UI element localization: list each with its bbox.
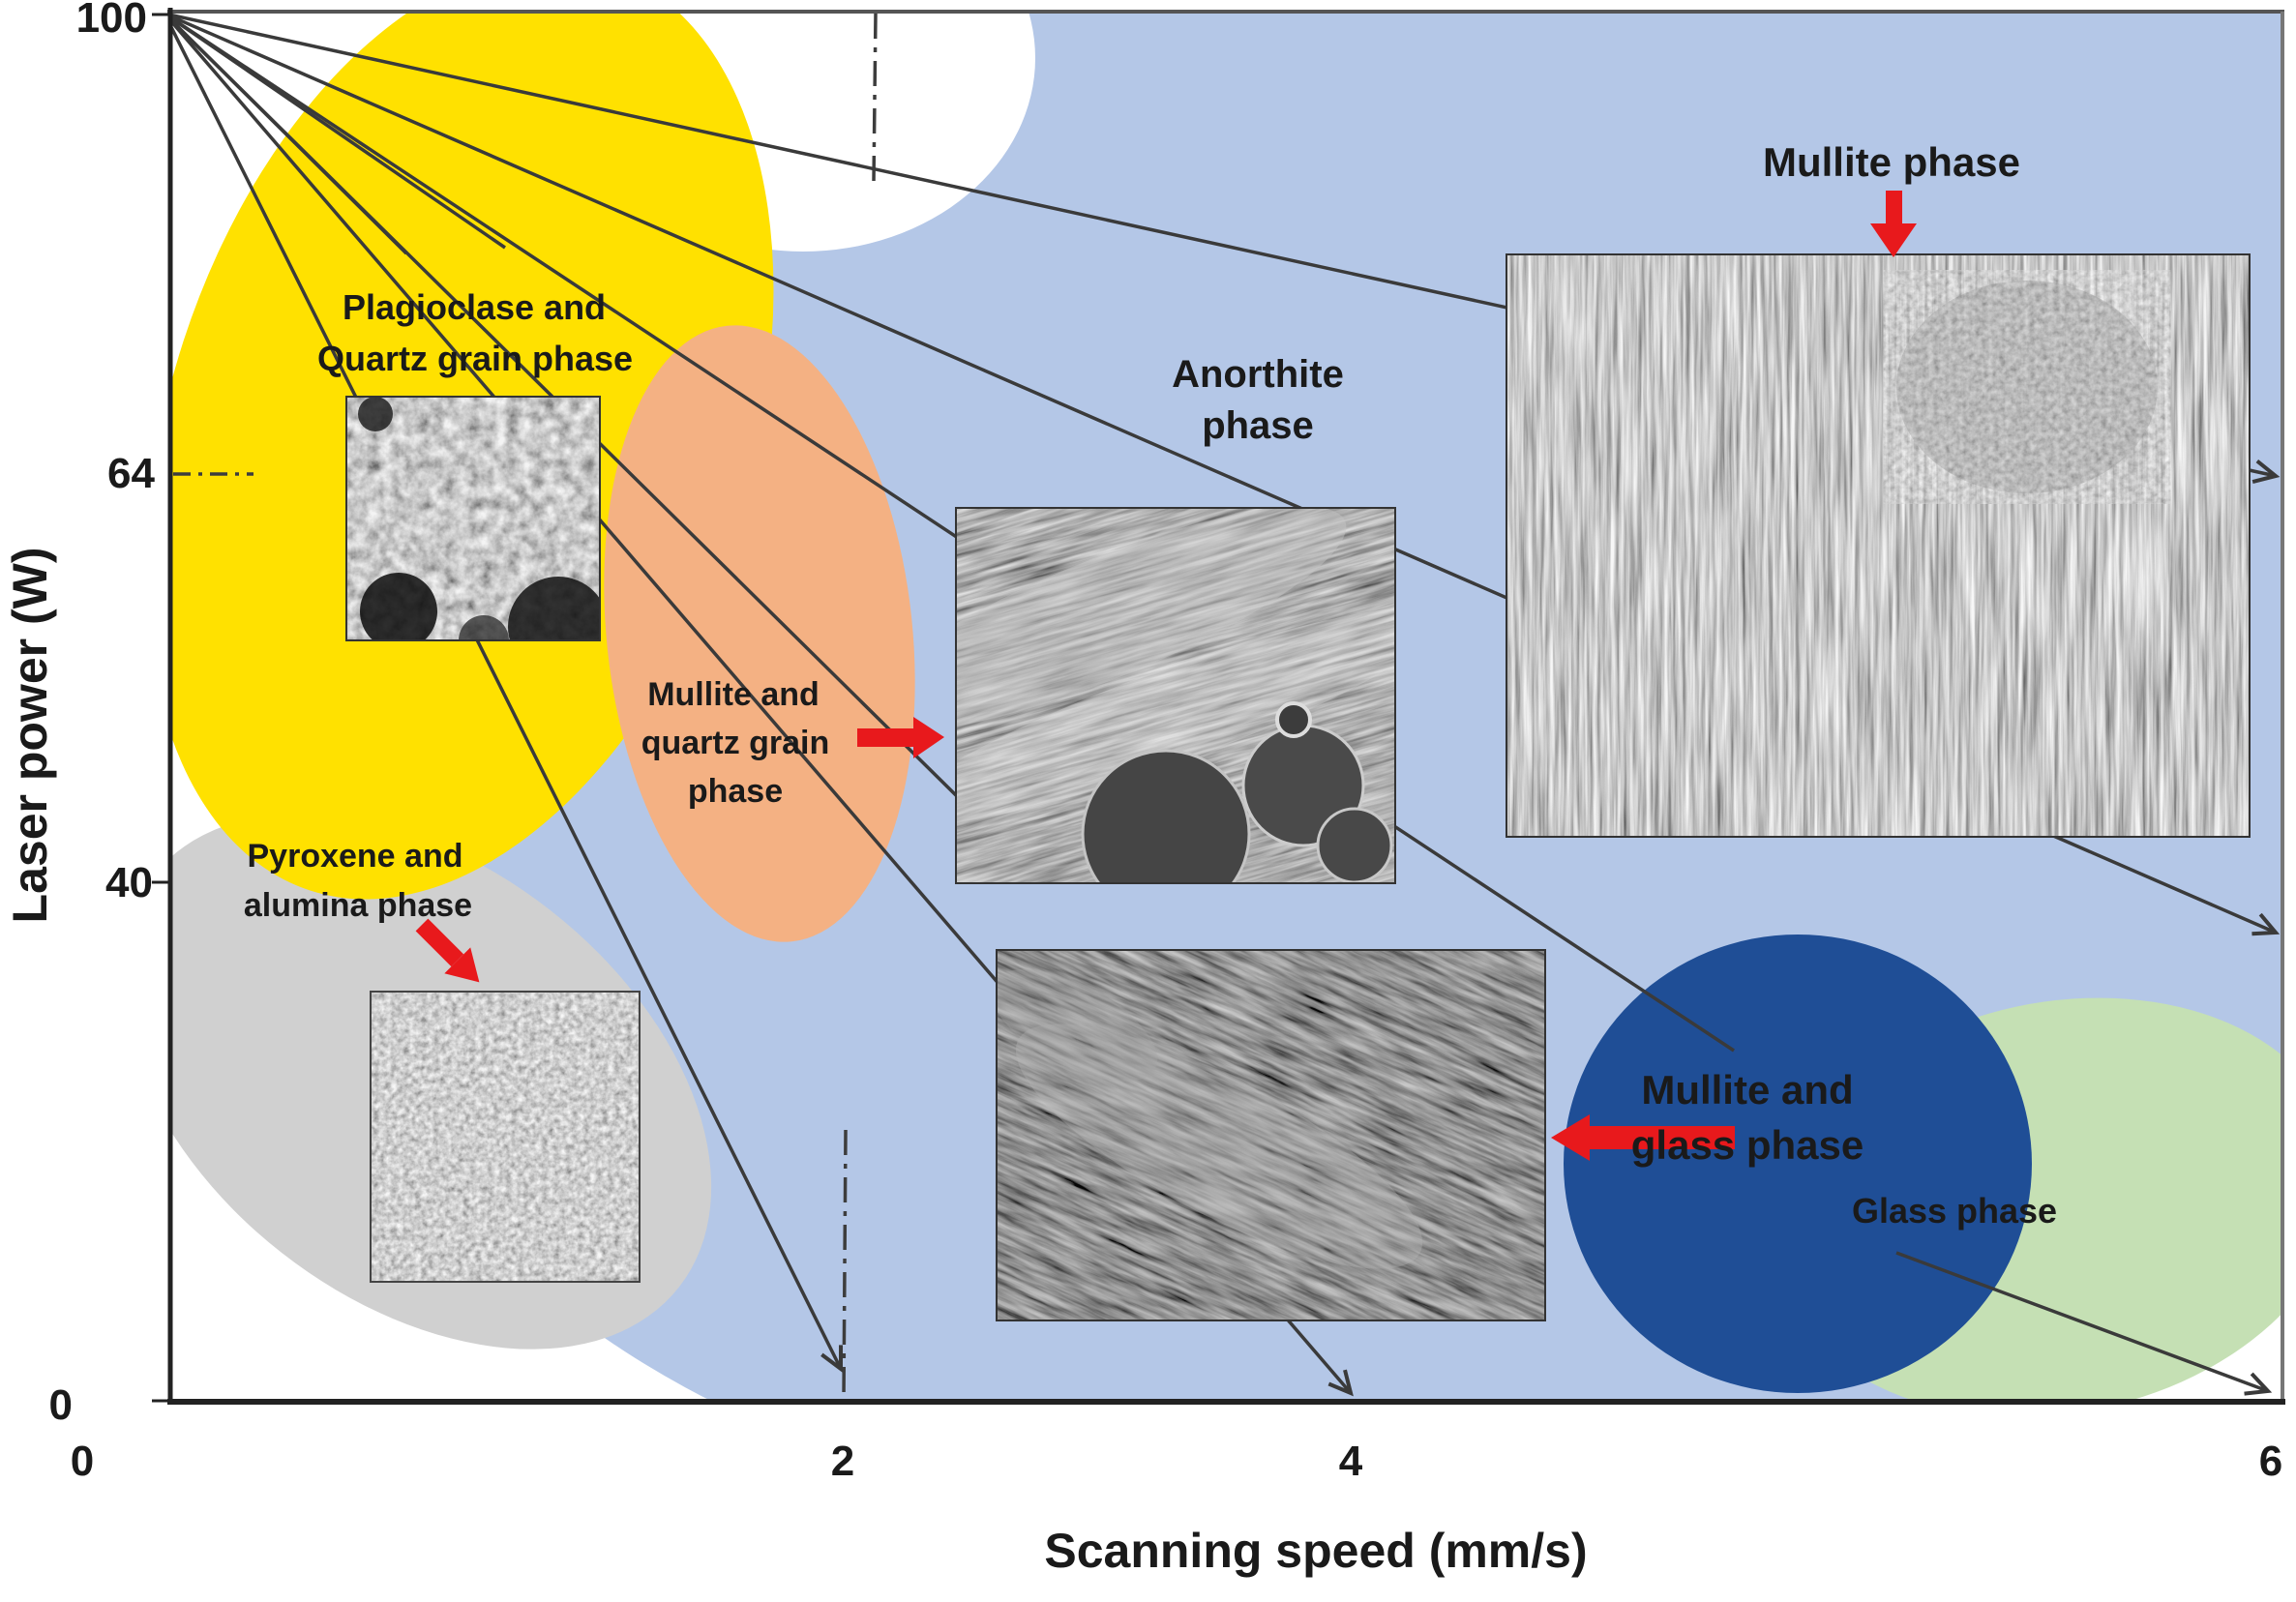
label-mullite-quartz-line2: quartz grain	[641, 725, 830, 761]
sem-image-mullite-glass	[997, 950, 1545, 1320]
label-mullite-quartz-line1: Mullite and	[647, 676, 820, 713]
red-arrow-mullite-quartz-right	[857, 717, 944, 758]
vertical-dashdot-line-top	[872, 13, 878, 183]
label-plagioclase-line1: Plagioclase and	[343, 287, 606, 327]
sem-image-plagioclase-quartz	[346, 397, 600, 640]
sem-image-mullite-quartz-border	[955, 507, 1396, 884]
sem-image-mullite-border	[1506, 253, 2251, 838]
sem-image-mullite	[1506, 254, 2250, 837]
red-arrow-pyroxene-diagonal	[415, 918, 480, 983]
sem-image-pyroxene-alumina	[371, 992, 640, 1282]
label-mullite-quartz-line3: phase	[688, 773, 783, 810]
label-pyroxene-line1: Pyroxene and	[248, 838, 463, 875]
x-tick-label-6: 6	[2259, 1438, 2282, 1485]
red-arrow-mullite-down	[1870, 191, 1917, 257]
sem-image-mullite-quartz	[956, 508, 1395, 883]
y-tick-label-40: 40	[105, 859, 153, 906]
label-mullite-phase: Mullite phase	[1763, 139, 2020, 185]
y-tick-label-0: 0	[49, 1381, 73, 1429]
sem-image-mullite-glass-border	[996, 949, 1546, 1321]
fan-line-8	[170, 21, 844, 1374]
sem-image-pyroxene-border	[370, 991, 641, 1283]
x-tick-label-4: 4	[1339, 1438, 1363, 1485]
label-mullite-glass-line2: glass phase	[1631, 1122, 1864, 1168]
x-tick-label-0: 0	[71, 1438, 94, 1485]
region-mullite-quartz-ellipse	[604, 325, 915, 942]
x-tick-label-2: 2	[831, 1438, 854, 1485]
region-mullite-glass-ellipse	[1564, 934, 2032, 1393]
y-tick-label-100: 100	[76, 0, 147, 42]
x-axis-title: Scanning speed (mm/s)	[1044, 1524, 1587, 1578]
vertical-dashdot-line-bottom	[842, 1129, 848, 1400]
sem-image-plagioclase-border	[345, 396, 601, 641]
label-mullite-glass-line1: Mullite and	[1641, 1067, 1853, 1112]
red-arrow-mullite-glass-left	[1551, 1114, 1735, 1161]
leader-line-corner	[1895, 1251, 2273, 1396]
label-plagioclase-line2: Quartz grain phase	[317, 339, 633, 378]
label-pyroxene-line2: alumina phase	[244, 887, 472, 924]
label-anorthite-line1: Anorthite	[1172, 353, 1344, 396]
label-glass-phase: Glass phase	[1852, 1191, 2057, 1231]
fan-line-5	[170, 15, 1735, 1053]
y-tick-label-64: 64	[107, 450, 155, 497]
y-axis-title: Laser power (W)	[3, 548, 57, 924]
label-anorthite-line2: phase	[1202, 404, 1314, 447]
